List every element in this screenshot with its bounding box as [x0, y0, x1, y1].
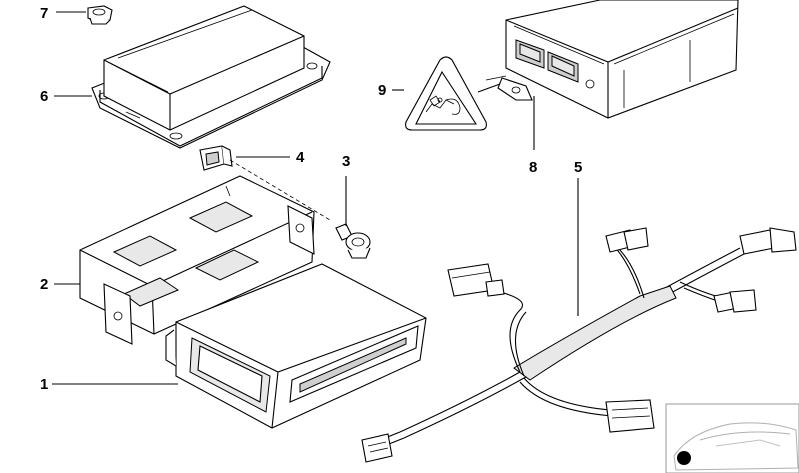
callout-3: 3	[342, 153, 350, 170]
callout-4: 4	[296, 149, 305, 166]
location-marker-icon	[677, 451, 691, 465]
part-9-warning-label[interactable]	[405, 56, 487, 131]
part-1-receiver-unit[interactable]	[165, 263, 427, 429]
callout-5: 5	[574, 159, 582, 176]
callout-6: 6	[40, 88, 48, 105]
callout-2: 2	[40, 276, 48, 293]
vehicle-location-inset	[665, 403, 799, 473]
callout-7: 7	[40, 5, 48, 22]
part-3-screw[interactable]	[335, 223, 371, 259]
part-7-nut[interactable]	[87, 5, 113, 25]
part-5-wiring-harness[interactable]	[361, 227, 797, 463]
part-4-clip[interactable]	[199, 145, 331, 221]
callout-1: 1	[40, 376, 48, 393]
callout-9: 9	[378, 82, 386, 99]
leader-lines	[52, 11, 579, 385]
part-2-bracket[interactable]	[79, 175, 315, 345]
callout-8: 8	[529, 159, 537, 176]
part-8-module[interactable]	[485, 0, 739, 119]
part-6-control-box[interactable]	[91, 5, 331, 149]
